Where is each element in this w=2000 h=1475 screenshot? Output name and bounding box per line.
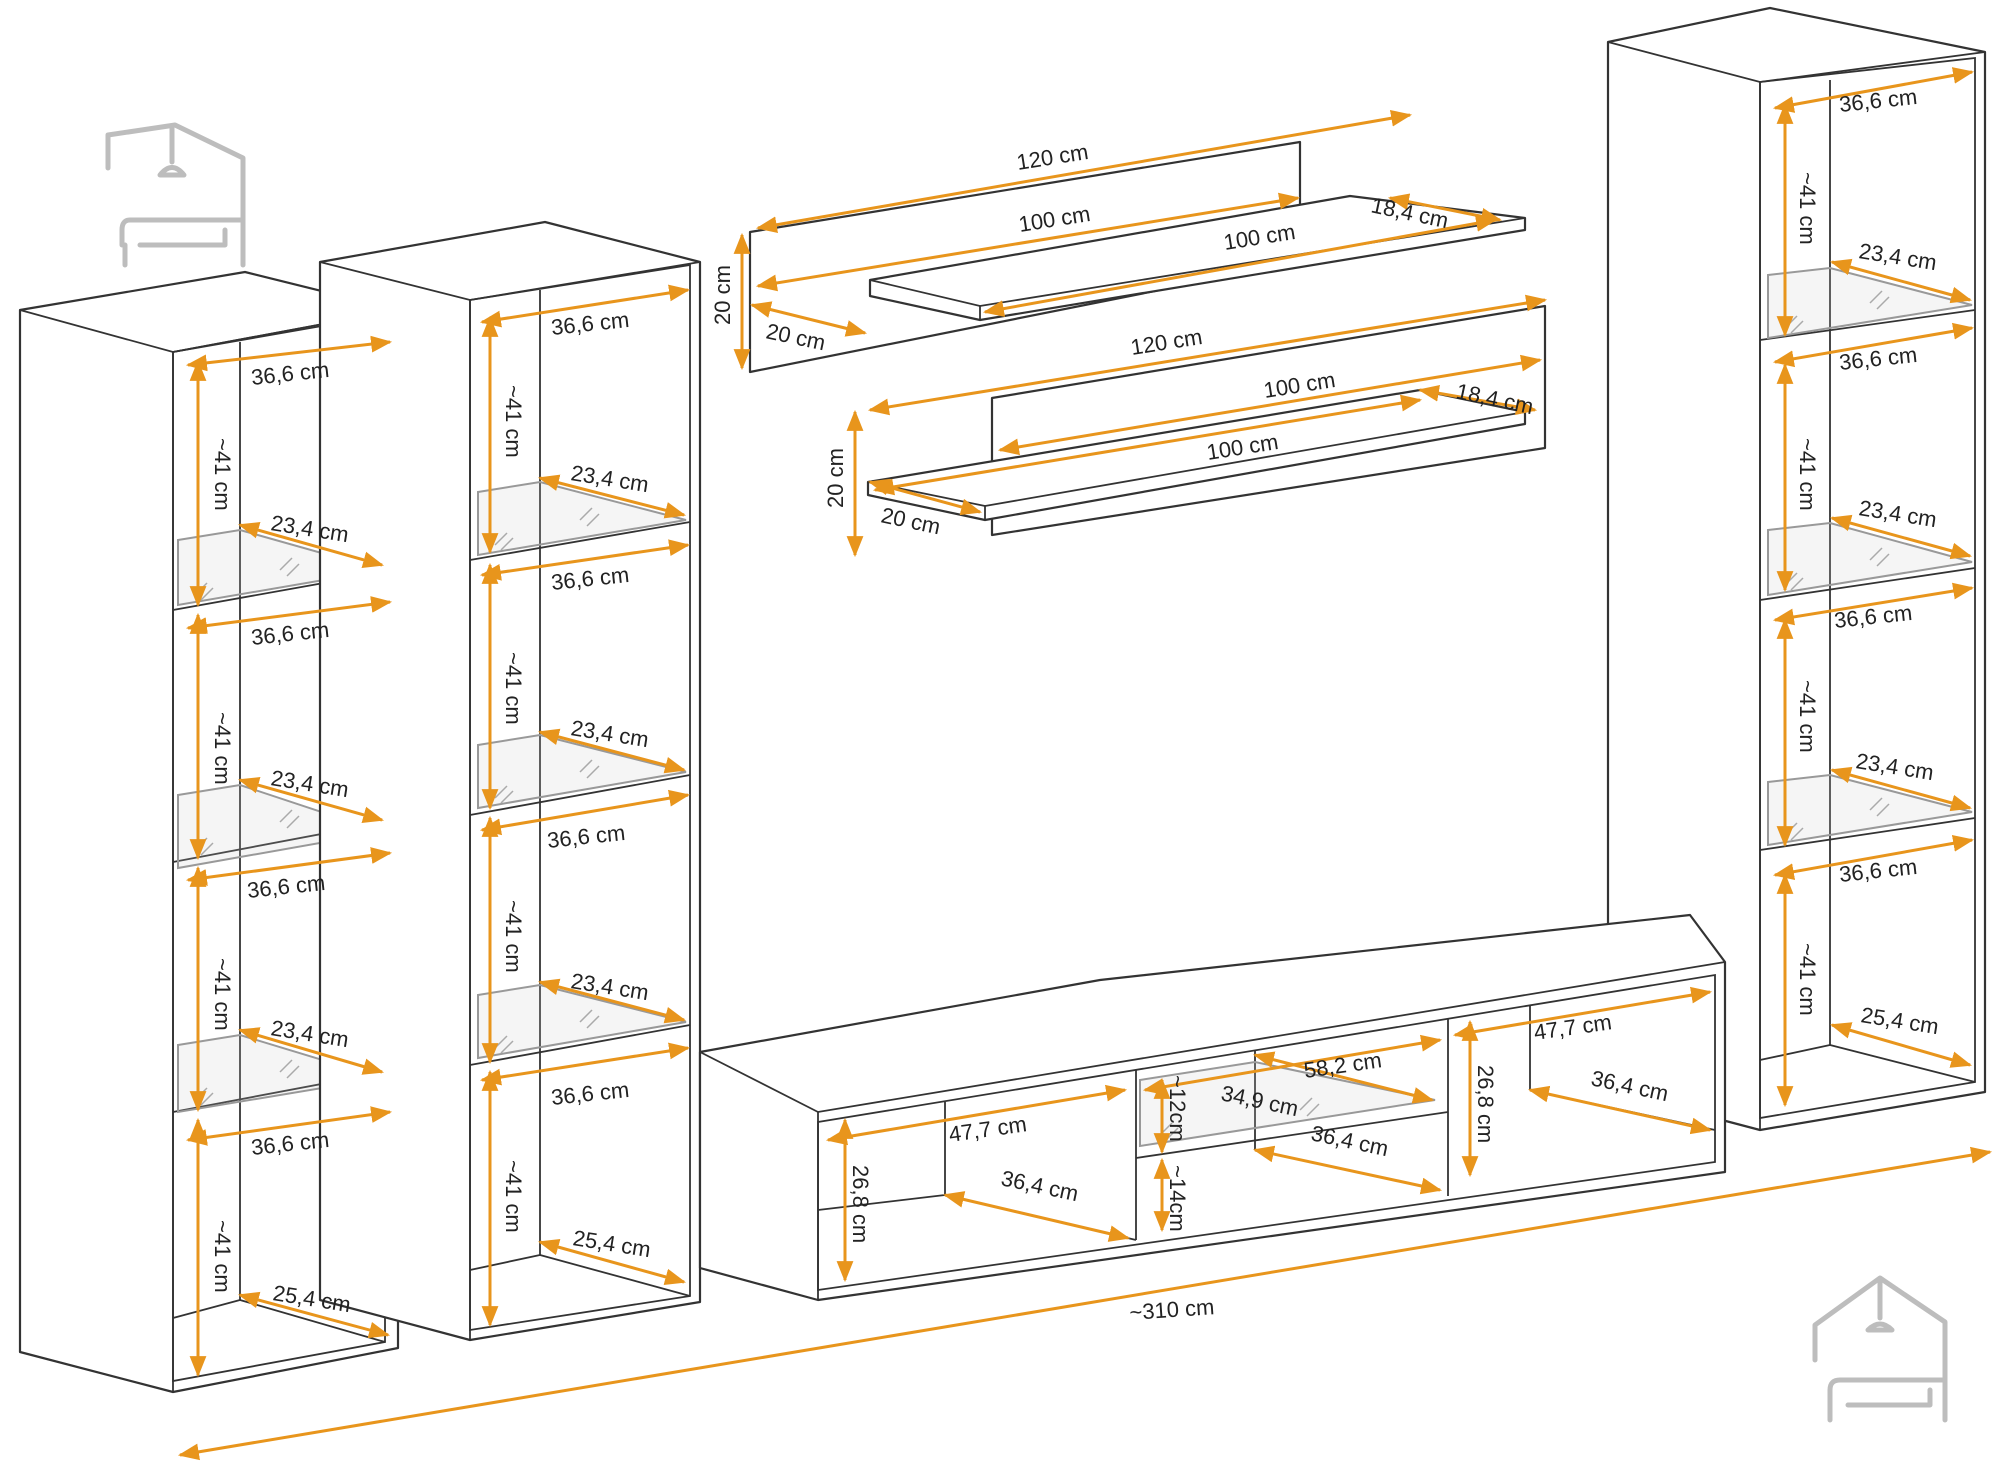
cr-height-1: ~41 cm [1795,172,1820,245]
total-width-label: ~310 cm [1129,1294,1216,1325]
c2-height-4: ~41 cm [501,1160,526,1233]
tv-middle-lower-height: ~14cm [1165,1165,1190,1232]
cr-height-2: ~41 cm [1795,438,1820,511]
tv-left-height: 26,8 cm [848,1165,873,1243]
wall-shelf-bottom [866,304,1547,537]
cr-height-3: ~41 cm [1795,680,1820,753]
c1-height-4: ~41 cm [210,1220,235,1293]
c2-height-1: ~41 cm [501,385,526,458]
c1-height-3: ~41 cm [210,958,235,1031]
tv-middle-upper-height: ~12cm [1165,1075,1190,1142]
logo-bottom-right [1812,1275,1948,1423]
c1-height-2: ~41 cm [210,712,235,785]
dimension-lines [177,67,1993,1461]
shelf-top-back-length: 120 cm [1015,139,1090,175]
c2-height-2: ~41 cm [501,652,526,725]
c1-height-1: ~41 cm [210,438,235,511]
shelf-bottom-back-length: 120 cm [1129,324,1204,360]
shelf-bottom-height: 20 cm [823,448,848,508]
shelf-top-height: 20 cm [710,265,735,325]
cr-height-4: ~41 cm [1795,943,1820,1016]
logo-top-left [105,122,246,268]
c2-height-3: ~41 cm [501,900,526,973]
tv-right-height: 26,8 cm [1473,1065,1498,1143]
